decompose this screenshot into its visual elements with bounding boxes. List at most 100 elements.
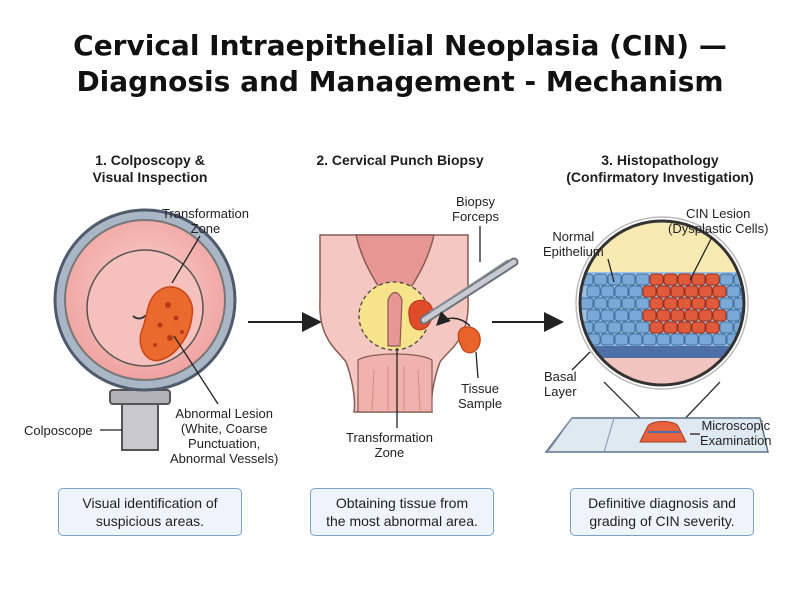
step-3-caption-line-2: grading of CIN severity. [589,513,735,529]
sample-arrow [436,311,471,327]
dysplastic-cell [705,273,720,286]
dysplastic-cell [649,321,664,334]
step-3-caption-line-1: Definitive diagnosis and [588,495,736,511]
histology-magnified-view [575,216,749,390]
label-tissue-sample: Tissue Sample [458,381,503,411]
dysplastic-cell [656,309,671,322]
step-3-heading-line-2: (Confirmatory Investigation) [566,169,754,185]
dysplastic-cell [649,273,664,286]
dysplastic-cell [705,321,720,334]
dysplastic-cell [663,297,678,310]
epithelial-cell [719,273,734,286]
epithelial-cell [635,273,650,286]
step-1-heading-line-1: 1. Colposcopy & [95,152,205,168]
epithelial-cell [670,333,685,346]
epithelial-cell [740,333,744,346]
step-1-caption-line-2: suspicious areas. [95,513,205,529]
title-line-2: Diagnosis and Management - Mechanism [76,65,724,98]
microscope-slide [544,417,769,453]
dysplastic-cell [705,297,720,310]
dysplastic-cell [663,273,678,286]
leader-transformation-zone-1 [171,235,201,284]
step-3-caption: Definitive diagnosis and grading of CIN … [570,488,754,536]
epithelial-cell [642,333,657,346]
label-biopsy-forceps: Biopsy Forceps [452,194,499,224]
epithelial-cell [600,285,615,298]
leader-abnormal-lesion [173,335,219,405]
epithelial-cell [635,297,650,310]
label-colposcope: Colposcope [24,423,93,438]
dysplastic-cell [663,321,678,334]
tissue-sample-shape [457,326,481,354]
label-basal-layer: Basal Layer [544,369,577,399]
epithelial-cell [614,285,629,298]
abnormal-lesion-shape [139,286,194,362]
step-1-heading: 1. Colposcopy & Visual Inspection [55,152,245,186]
epithelial-cell [719,297,734,310]
epithelial-cell [726,285,741,298]
epithelial-cell [684,333,699,346]
epithelial-cell [614,309,629,322]
leader-basal-layer [571,351,591,371]
dysplastic-cell [677,297,692,310]
title-line-1: Cervical Intraepithelial Neoplasia (CIN)… [73,29,727,62]
epithelial-cell [607,321,622,334]
epithelial-cell [740,285,744,298]
dysplastic-cell [677,321,692,334]
dysplastic-cell [712,285,727,298]
dysplastic-cell [698,285,713,298]
page-title: Cervical Intraepithelial Neoplasia (CIN)… [0,28,800,100]
dysplastic-cell [691,321,706,334]
epithelial-cell [593,297,608,310]
epithelial-cell [712,333,727,346]
epithelial-cell [698,333,713,346]
leader-tissue-sample [475,351,479,379]
epithelial-cell [614,333,629,346]
step-2-caption-line-1: Obtaining tissue from [335,495,469,511]
epithelial-cell [621,297,636,310]
dysplastic-cell [684,285,699,298]
epithelial-cell [593,321,608,334]
epithelial-cell [607,297,622,310]
dysplastic-cell [684,309,699,322]
epithelial-cell [628,285,643,298]
biopsy-forceps-shape [419,257,519,325]
dysplastic-cell [642,285,657,298]
epithelial-cell [621,321,636,334]
epithelial-cell [607,273,622,286]
dysplastic-cell [677,273,692,286]
epithelial-cell [719,321,734,334]
epithelial-cell [726,309,741,322]
step-2-heading-line-1: 2. Cervical Punch Biopsy [316,152,484,168]
epithelial-cell [628,333,643,346]
leader-normal-epithelium [607,258,615,283]
step-2-heading: 2. Cervical Punch Biopsy [300,152,500,169]
step-3-heading-line-1: 3. Histopathology [601,152,719,168]
dysplastic-cell [698,309,713,322]
epithelial-cell [593,273,608,286]
dysplastic-cell [670,309,685,322]
leader-cin-lesion [689,236,713,281]
epithelial-cell [600,333,615,346]
step-2-caption-line-2: the most abnormal area. [326,513,478,529]
epithelial-cell [586,285,601,298]
step-2-caption: Obtaining tissue from the most abnormal … [310,488,494,536]
dysplastic-cell [691,273,706,286]
step-1-caption-line-1: Visual identification of [82,495,218,511]
dysplastic-cell [670,285,685,298]
dysplastic-cell [642,309,657,322]
cervix-cross-section [319,234,469,413]
dysplastic-cell [649,297,664,310]
label-transformation-zone-1: Transformation Zone [162,206,249,236]
dysplastic-cell [691,297,706,310]
label-transformation-zone-2: Transformation Zone [346,430,433,460]
step-1-heading-line-2: Visual Inspection [92,169,208,185]
step-1-caption: Visual identification of suspicious area… [58,488,242,536]
epithelial-cell [740,309,744,322]
label-normal-epithelium: Normal Epithelium [543,229,604,259]
epithelial-cell [586,309,601,322]
epithelial-cell [580,297,594,310]
step-3-heading: 3. Histopathology (Confirmatory Investig… [545,152,775,186]
epithelial-cell [628,309,643,322]
